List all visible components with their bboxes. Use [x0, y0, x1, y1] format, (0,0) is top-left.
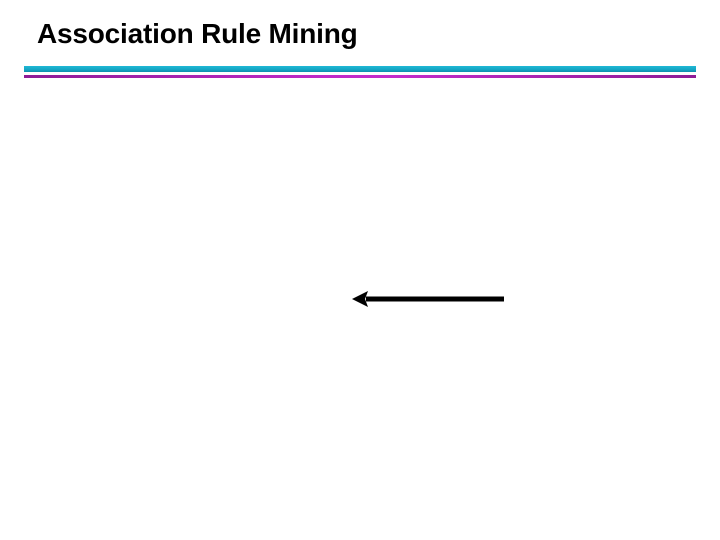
- slide-title: Association Rule Mining: [37, 18, 358, 49]
- title-underline-magenta: [24, 75, 696, 78]
- left-arrow-icon: [352, 291, 504, 307]
- title-underline-cyan: [24, 66, 696, 72]
